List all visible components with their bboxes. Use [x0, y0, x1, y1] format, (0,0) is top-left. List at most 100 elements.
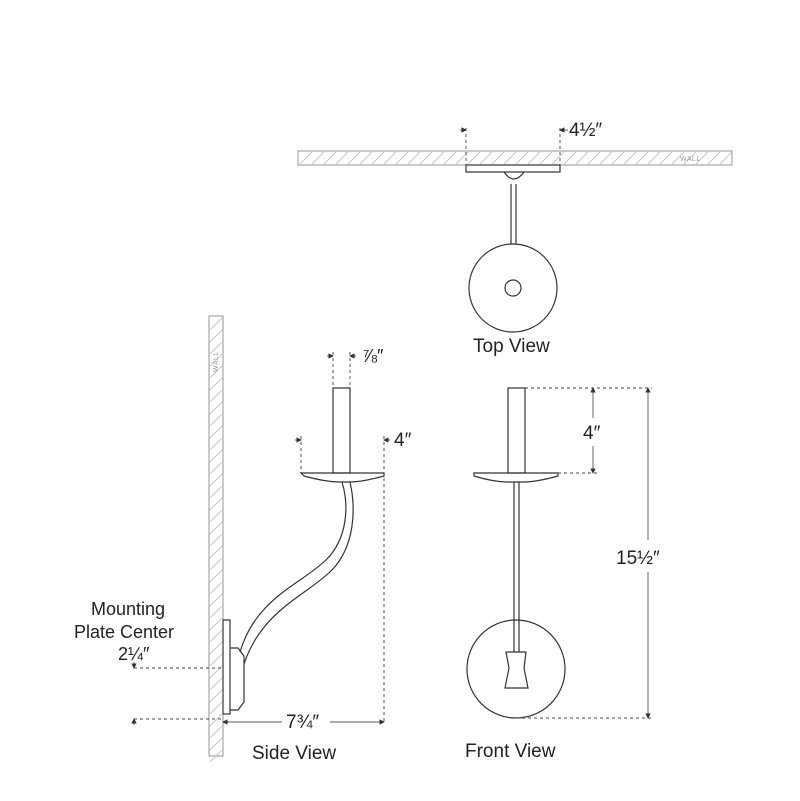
wall-hatch-line — [635, 151, 649, 165]
side-view-tube-label: ⅞″ — [362, 346, 384, 366]
front-view-backplate — [466, 619, 566, 719]
front-view-overall-label: 15½″ — [616, 548, 660, 569]
top-view-wall: WALL — [297, 150, 733, 166]
wall-hatch-line — [209, 485, 223, 499]
wall-hatch-line — [209, 689, 223, 703]
side-view-candle-tube — [332, 387, 351, 474]
wall-hatch-line — [395, 151, 409, 165]
wall-hatch-line — [209, 449, 223, 463]
side-view-knuckle — [230, 647, 245, 711]
wall-hatch-line — [407, 151, 421, 165]
wall-hatch-line — [209, 533, 223, 547]
wall-hatch-line — [443, 151, 457, 165]
side-view-bobeche-dimension: 4″ — [295, 430, 412, 722]
wall-hatch-line — [623, 151, 637, 165]
wall-hatch-line — [209, 461, 223, 475]
wall-hatch-line — [209, 749, 223, 763]
mounting-label-line1: Mounting — [91, 599, 165, 619]
top-view-width-label: 4½″ — [569, 120, 602, 141]
wall-hatch-line — [647, 151, 661, 165]
side-view-mounting-dimension: Mounting Plate Center 2¼″ — [74, 599, 223, 725]
wall-hatch-line — [515, 151, 529, 165]
wall-hatch-line — [575, 151, 589, 165]
top-view-canopy — [465, 164, 561, 173]
wall-hatch-line — [209, 641, 223, 655]
top-view-candle — [504, 279, 522, 297]
wall-hatch-line — [209, 401, 223, 415]
wall-hatch-line — [209, 545, 223, 559]
wall-hatch-line — [209, 653, 223, 667]
top-view-width-dimension: 4½″ — [460, 120, 602, 165]
wall-hatch-line — [209, 389, 223, 403]
wall-hatch-line — [431, 151, 445, 165]
side-view-arm-inner — [243, 481, 354, 665]
front-view-title: Front View — [465, 741, 556, 762]
wall-hatch-line — [371, 151, 385, 165]
wall-hatch-line — [335, 151, 349, 165]
wall-hatch-line — [209, 509, 223, 523]
wall-hatch-line — [503, 151, 517, 165]
front-view-overall-dimension: 15½″ — [516, 387, 660, 719]
wall-hatch-line — [347, 151, 361, 165]
wall-hatch-line — [323, 151, 337, 165]
front-view-knuckle — [504, 651, 529, 689]
side-view-extension-label: 7¾″ — [286, 712, 319, 733]
wall-hatch-line — [209, 497, 223, 511]
side-view-bobeche-label: 4″ — [394, 430, 412, 451]
wall-hatch-line — [209, 713, 223, 727]
wall-hatch-line — [539, 151, 553, 165]
wall-hatch-line — [209, 365, 223, 379]
wall-hatch-line — [209, 617, 223, 631]
wall-hatch-line — [209, 473, 223, 487]
wall-hatch-line — [209, 569, 223, 583]
wall-hatch-line — [311, 151, 325, 165]
side-view: WALL ⅞″ 4″ Mounting — [74, 315, 412, 764]
wall-hatch-line — [209, 437, 223, 451]
wall-hatch-line — [209, 329, 223, 343]
mounting-label-line2: Plate Center — [74, 622, 174, 642]
side-view-arm-outer — [239, 481, 347, 653]
wall-hatch-line — [209, 593, 223, 607]
wall-hatch-line — [359, 151, 373, 165]
wall-hatch-line — [563, 151, 577, 165]
side-view-bobeche — [299, 472, 385, 483]
wall-hatch-line — [209, 605, 223, 619]
wall-hatch-line — [209, 425, 223, 439]
top-view-title: Top View — [473, 336, 550, 357]
front-view: 4″ 15½″ Front View — [465, 387, 660, 762]
wall-hatch-line — [209, 677, 223, 691]
wall-hatch-line — [209, 521, 223, 535]
wall-hatch-line — [695, 151, 709, 165]
side-view-extension-dimension: 7¾″ — [222, 712, 385, 733]
wall-hatch-line — [209, 341, 223, 355]
wall-hatch-line — [209, 701, 223, 715]
wall-hatch-line — [209, 737, 223, 751]
wall-hatch-line — [479, 151, 493, 165]
wall-hatch-line — [467, 151, 481, 165]
top-view-wall-tag: WALL — [680, 156, 701, 163]
wall-hatch-line — [419, 151, 433, 165]
side-view-tube-dimension: ⅞″ — [327, 346, 384, 388]
mounting-dimension-label: 2¼″ — [118, 644, 150, 664]
wall-hatch-line — [527, 151, 541, 165]
wall-hatch-line — [209, 629, 223, 643]
wall-hatch-line — [587, 151, 601, 165]
top-view: WALL 4½″ Top View — [297, 120, 733, 357]
front-view-tube-label: 4″ — [583, 423, 601, 444]
wall-hatch-line — [299, 151, 313, 165]
wall-hatch-line — [209, 377, 223, 391]
side-view-title: Side View — [252, 743, 336, 764]
wall-hatch-line — [383, 151, 397, 165]
wall-hatch-line — [719, 151, 733, 165]
wall-hatch-line — [209, 353, 223, 367]
side-view-backplate — [222, 619, 231, 715]
wall-hatch-line — [551, 151, 565, 165]
wall-hatch-line — [659, 151, 673, 165]
front-view-bobeche — [473, 472, 559, 483]
wall-hatch-line — [671, 151, 685, 165]
wall-hatch-line — [209, 725, 223, 739]
front-view-tube-dimension: 4″ — [525, 387, 652, 474]
wall-hatch-line — [209, 557, 223, 571]
top-view-bobeche — [468, 243, 558, 333]
